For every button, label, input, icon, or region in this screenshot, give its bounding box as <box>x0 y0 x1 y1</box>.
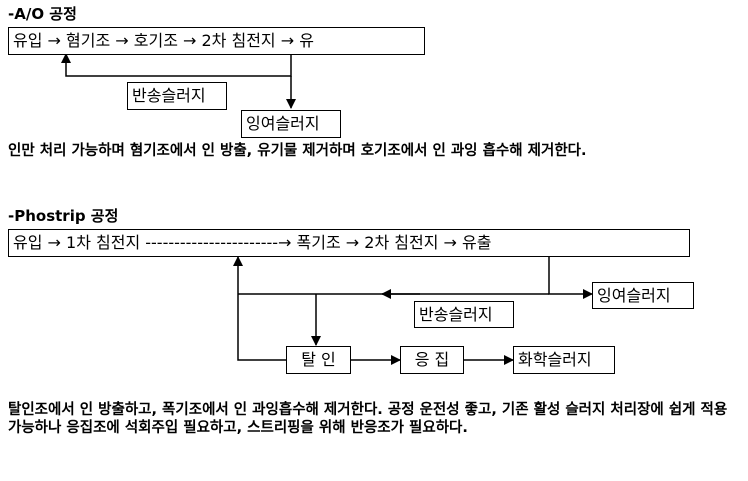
phostrip-return-sludge-box: 반송슬러지 <box>414 301 514 328</box>
phostrip-title: -Phostrip 공정 <box>8 207 119 225</box>
phostrip-description: 탈인조에서 인 방출하고, 폭기조에서 인 과잉흡수해 제거한다. 공정 운전성… <box>8 402 728 436</box>
ao-title: -A/O 공정 <box>8 5 77 23</box>
phostrip-excess-line <box>548 255 593 299</box>
ao-flow-box: 유입 → 혐기조 → 호기조 → 2차 침전지 → 유 <box>8 27 425 55</box>
phostrip-stripper-box: 탈 인 <box>286 346 351 374</box>
ao-excess-sludge-box: 잉여슬러지 <box>241 110 341 138</box>
phostrip-coagulation-box: 응 집 <box>400 346 464 374</box>
phostrip-chemical-sludge-box: 화학슬러지 <box>513 346 615 374</box>
ao-return-sludge-box: 반송슬러지 <box>127 82 227 110</box>
phostrip-recycle-line <box>233 256 286 361</box>
phostrip-flow-box: 유입 → 1차 침전지 -----------------------→ 폭기조… <box>8 229 690 257</box>
ao-return-line <box>61 53 292 77</box>
ao-description: 인만 처리 가능하며 혐기조에서 인 방출, 유기물 제거하며 호기조에서 인 … <box>8 143 587 159</box>
phostrip-excess-sludge-box: 잉여슬러지 <box>592 282 694 309</box>
